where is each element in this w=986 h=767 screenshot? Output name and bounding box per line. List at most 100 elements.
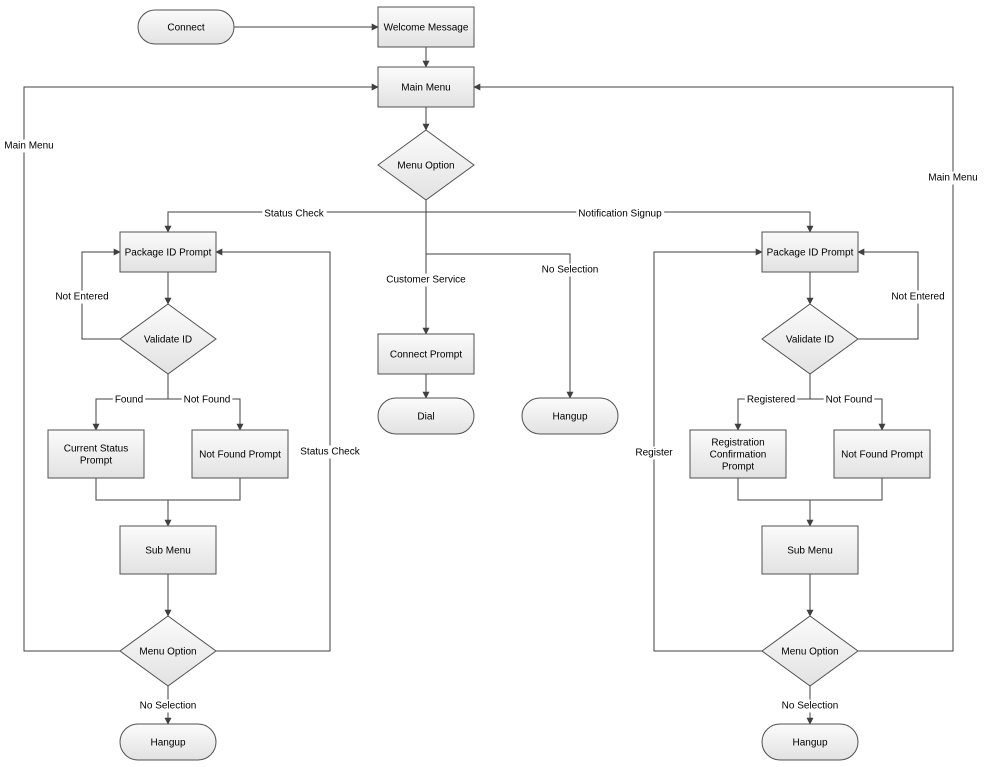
edge-label-background [633,446,676,460]
edge-label-text: No Selection [782,701,839,712]
node-label: Prompt [80,456,112,467]
node-label: Confirmation [710,450,767,461]
node-label: Package ID Prompt [125,248,212,259]
edge-label-background [53,290,111,304]
node-label: Sub Menu [787,546,833,557]
edge-r-reg-to-sub [737,478,814,527]
process-shape [761,525,859,575]
process-shape [377,333,475,375]
node-menu-option-top: Menu Option [377,129,475,201]
terminal-shape [521,397,619,435]
decision-shape [761,303,859,375]
node-r-hangup: Hangup [761,723,859,761]
edge-label-text: Found [115,395,143,406]
edge-label-text: Notification Signup [578,209,662,220]
decision-shape [761,615,859,687]
edge-label-background [262,207,327,221]
edge-label-background [298,445,363,459]
decision-shape [377,129,475,201]
node-label: Connect [167,23,204,34]
node-label: Main Menu [401,83,450,94]
edge-option-no-selection [426,253,574,399]
edge-label-background [744,393,798,407]
node-label: Hangup [552,412,587,423]
edge-label-option-notification: Notification Signup [576,207,665,221]
process-shape [377,6,475,48]
edge-label-background [889,290,947,304]
node-label: Hangup [792,738,827,749]
edge-label-background [539,263,601,277]
process-shape [47,429,145,479]
edge-l-status-to-sub [95,478,172,527]
edge-label-l-not-found-branch: Not Found [181,393,233,407]
edge-label-background [112,393,146,407]
edge-label-l-found: Found [112,393,146,407]
node-label: Menu Option [397,161,454,172]
edge-label-option-no-selection: No Selection [539,263,601,277]
edge-label-background [384,273,469,287]
node-label: Current Status [64,444,128,455]
edge-r-notfound-to-sub [810,478,883,501]
edge-label-text: Customer Service [386,275,466,286]
edge-label-l-option-no-selection: No Selection [137,699,199,713]
edge-label-text: Status Check [300,447,360,458]
edge-label-text: Not Entered [891,292,944,303]
node-label: Menu Option [781,647,838,658]
node-hangup-center: Hangup [521,397,619,435]
terminal-shape [761,723,859,761]
node-connect-prompt: Connect Prompt [377,333,475,375]
edge-r-option-main-menu [473,83,954,652]
node-label: Dial [417,412,434,423]
decision-shape [119,303,217,375]
node-r-sub-menu: Sub Menu [761,525,859,575]
terminal-shape [137,9,235,45]
edge-label-background [576,207,665,221]
edge-l-option-main-menu [23,83,379,652]
edge-label-text: Not Found [184,395,231,406]
node-label: Prompt [722,462,754,473]
node-label: Connect Prompt [390,350,462,361]
process-shape [833,429,931,479]
edge-option-notification [426,211,814,233]
node-r-not-found: Not Found Prompt [833,429,931,479]
process-shape [689,429,787,479]
node-r-menu-option: Menu Option [761,615,859,687]
edge-label-text: Main Menu [4,141,53,152]
node-l-not-found: Not Found Prompt [191,429,289,479]
node-label: Not Found Prompt [199,450,281,461]
terminal-shape [377,397,475,435]
process-shape [119,525,217,575]
edge-label-text: Register [635,448,673,459]
node-label: Welcome Message [384,23,469,34]
edge-label-option-customer-service: Customer Service [384,273,469,287]
node-r-validate: Validate ID [761,303,859,375]
node-label: Hangup [150,738,185,749]
process-shape [119,231,217,273]
node-l-package-id: Package ID Prompt [119,231,217,273]
node-l-hangup: Hangup [119,723,217,761]
edge-label-background [926,171,980,185]
edge-label-text: Status Check [264,209,324,220]
node-l-validate: Validate ID [119,303,217,375]
node-label: Menu Option [139,647,196,658]
edge-label-text: Registered [747,395,795,406]
edge-label-r-option-register: Register [633,446,676,460]
edge-label-r-registered: Registered [744,393,798,407]
node-label: Package ID Prompt [767,248,854,259]
edge-label-text: No Selection [542,265,599,276]
node-main-menu: Main Menu [377,66,475,108]
node-label: Validate ID [786,335,834,346]
node-connect: Connect [137,9,235,45]
terminal-shape [119,723,217,761]
process-shape [761,231,859,273]
edge-label-text: Main Menu [928,173,977,184]
edge-label-background [137,699,199,713]
edge-label-text: No Selection [140,701,197,712]
node-label: Registration [711,438,764,449]
node-l-sub-menu: Sub Menu [119,525,217,575]
decision-shape [119,615,217,687]
edge-label-r-not-entered: Not Entered [889,290,947,304]
